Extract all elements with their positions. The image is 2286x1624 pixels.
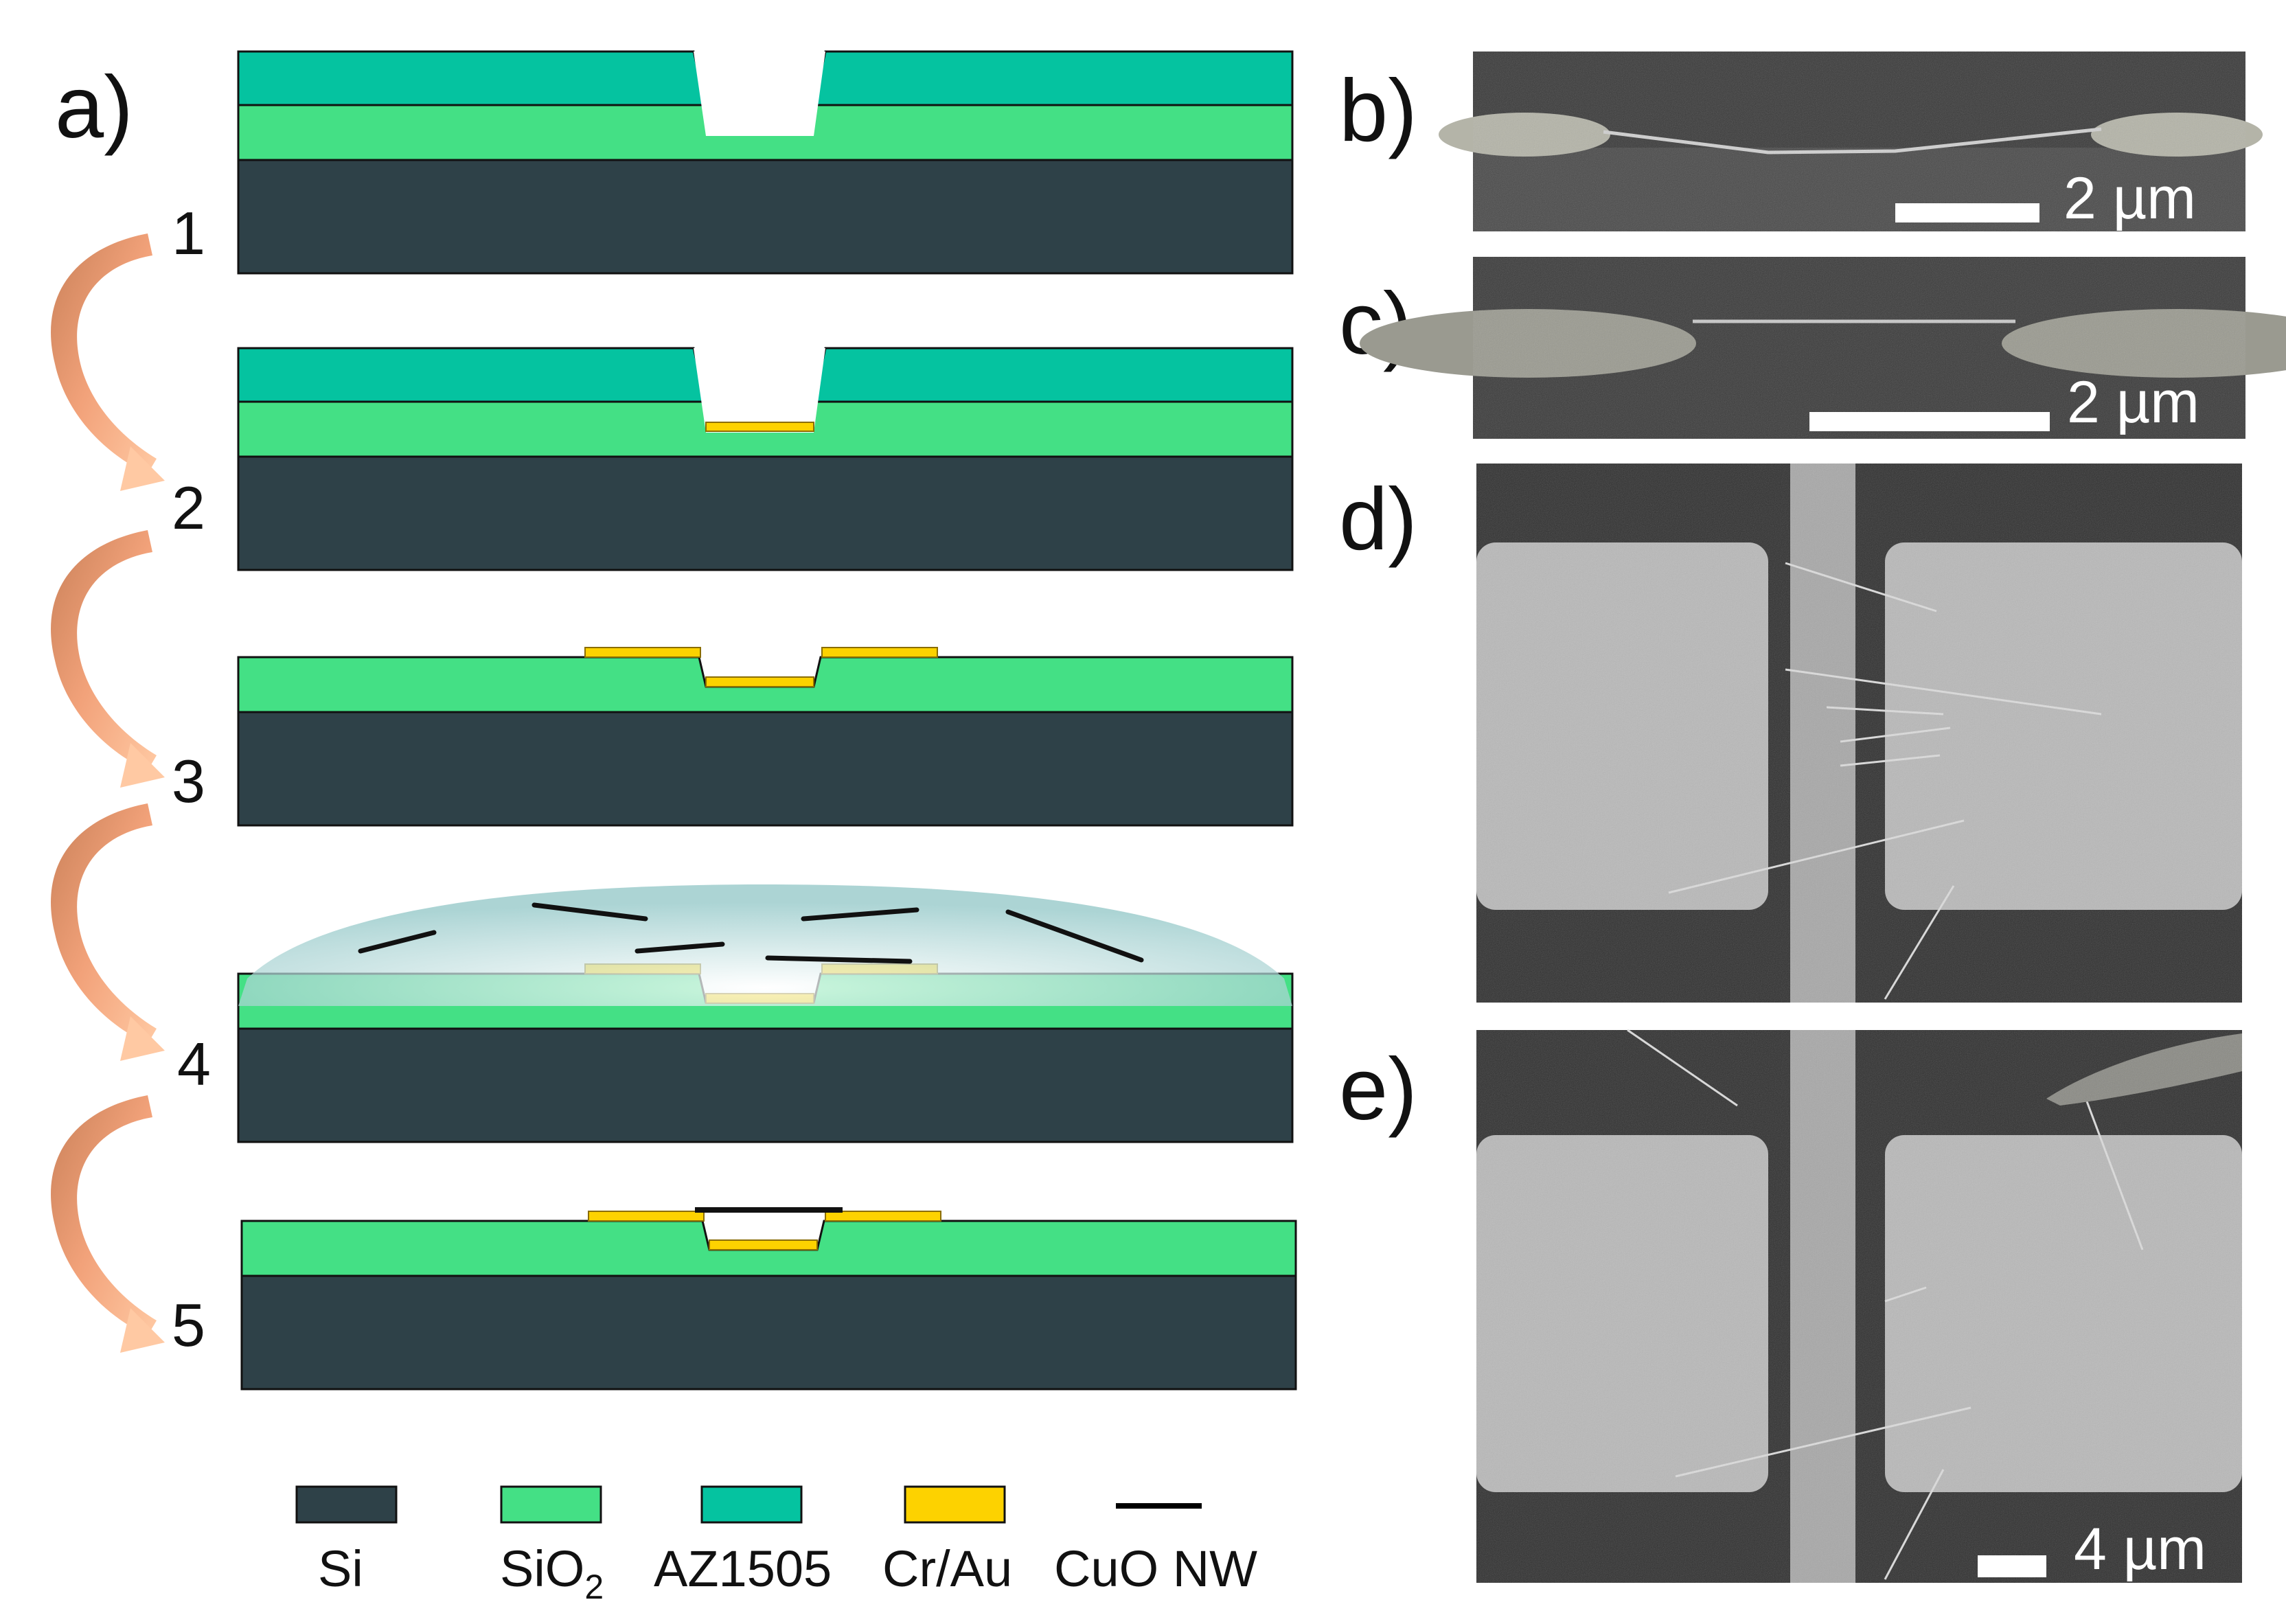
etched-trench xyxy=(694,52,825,136)
cross-section-step-2 xyxy=(237,347,1294,571)
cross-section-step-1 xyxy=(237,50,1294,275)
legend-label-cuo-nw: CuO NW xyxy=(1054,1540,1257,1597)
cross-section-step-3 xyxy=(237,647,1294,827)
scale-label-b: 2 µm xyxy=(2064,165,2196,231)
legend-swatch-sio2 xyxy=(500,1485,602,1524)
legend-label-az1505: AZ1505 xyxy=(654,1540,832,1597)
gold-bottom-electrode xyxy=(709,1239,818,1250)
si-layer xyxy=(237,711,1294,827)
sem-noise xyxy=(1476,1030,2242,1583)
panel-label-e: e) xyxy=(1339,1040,1417,1139)
panel-label-a: a) xyxy=(55,58,133,157)
gold-left-electrode xyxy=(584,647,701,658)
gold-right-electrode xyxy=(821,647,938,658)
nanowire xyxy=(635,941,725,954)
sio2-layer xyxy=(237,656,1294,713)
sem-noise xyxy=(1473,257,2245,439)
nanowire xyxy=(801,907,919,922)
sem-noise xyxy=(1473,52,2245,231)
legend-label-sio2-main: SiO xyxy=(500,1540,584,1597)
si-layer xyxy=(237,159,1294,275)
si-layer xyxy=(237,1027,1294,1143)
sem-noise xyxy=(1476,464,2242,1003)
legend-label-crau: Cr/Au xyxy=(882,1540,1012,1597)
nanowire xyxy=(1005,909,1144,963)
panel-label-d: d) xyxy=(1339,470,1417,569)
gold-left-electrode xyxy=(588,1211,705,1222)
si-layer xyxy=(237,455,1294,571)
legend-label-sio2-sub: 2 xyxy=(584,1568,604,1606)
solution-droplet xyxy=(238,884,1292,1006)
cross-section-step-4 xyxy=(237,884,1294,1143)
legend-swatch-crau xyxy=(904,1485,1006,1524)
nanowire xyxy=(765,955,913,964)
dispersed-nanowires xyxy=(358,902,1144,964)
legend: Si SiO2 AZ1505 Cr/Au CuO NW xyxy=(295,1485,1257,1606)
curved-arrow-icon xyxy=(51,233,165,491)
curved-arrow-icon xyxy=(51,1095,165,1353)
scale-label-e: 4 µm xyxy=(2074,1516,2206,1582)
step-number-2: 2 xyxy=(172,474,205,542)
panel-label-b: b) xyxy=(1339,62,1417,160)
scale-label-c: 2 µm xyxy=(2067,369,2199,435)
sem-image-e: 4 µm xyxy=(1476,1029,2242,1583)
gold-bottom-electrode xyxy=(705,422,814,432)
sem-image-c: 2 µm xyxy=(1360,257,2286,439)
legend-label-sio2: SiO2 xyxy=(500,1540,604,1606)
sio2-layer xyxy=(240,1220,1297,1277)
legend-swatch-az1505 xyxy=(700,1485,803,1524)
gold-right-electrode xyxy=(825,1211,941,1222)
sem-image-b: 2 µm xyxy=(1439,52,2263,231)
scale-bar-e xyxy=(1978,1555,2046,1577)
etched-trench xyxy=(694,348,825,433)
cross-section-step-5 xyxy=(240,1207,1297,1391)
step-number-5: 5 xyxy=(172,1291,205,1359)
legend-label-si: Si xyxy=(318,1540,363,1597)
step-number-3: 3 xyxy=(172,747,205,815)
nanowire xyxy=(532,902,648,922)
scale-bar-c xyxy=(1809,412,2050,431)
curved-arrow-icon xyxy=(51,803,165,1061)
process-arrows xyxy=(51,233,165,1353)
step-number-4: 4 xyxy=(177,1030,211,1098)
si-layer xyxy=(240,1274,1297,1391)
curved-arrow-icon xyxy=(51,530,165,788)
gold-bottom-electrode xyxy=(705,676,814,687)
step-number-1: 1 xyxy=(172,199,205,267)
sem-image-d xyxy=(1476,464,2242,1003)
nanowire xyxy=(358,930,437,954)
scale-bar-b xyxy=(1895,203,2039,222)
legend-swatch-si xyxy=(295,1485,398,1524)
